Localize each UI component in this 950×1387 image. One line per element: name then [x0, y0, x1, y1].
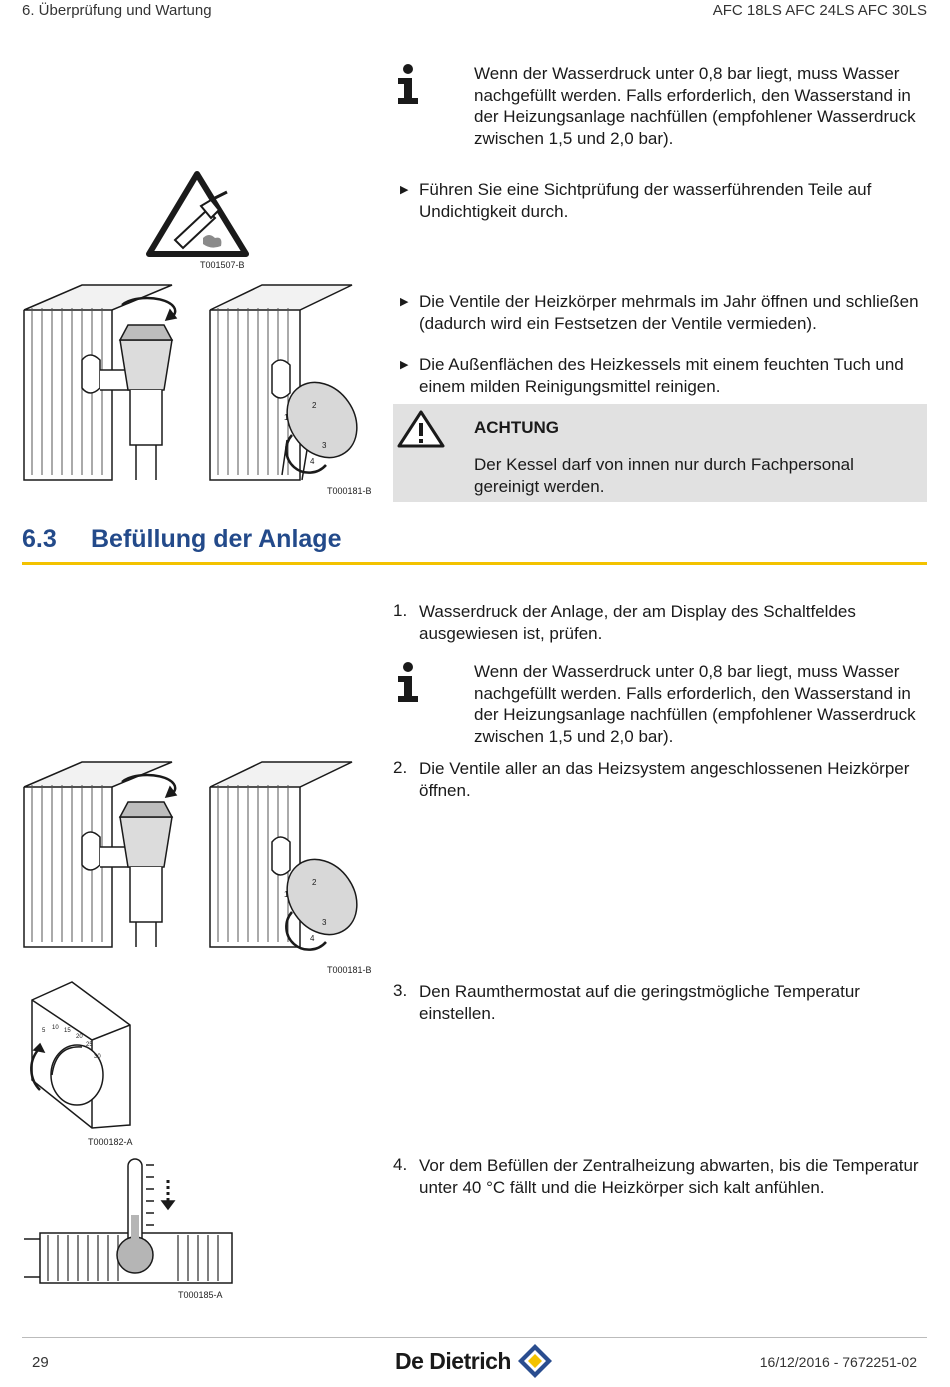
info-icon	[398, 64, 418, 104]
warning-triangle-icon	[397, 410, 445, 448]
valve-scale-mark: 1	[284, 413, 289, 422]
document-reference: 16/12/2016 - 7672251-02	[759, 1354, 917, 1370]
warning-text: Der Kessel darf von innen nur durch Fach…	[474, 455, 854, 496]
bullet-arrow-icon: ▶	[400, 359, 409, 371]
step-number: 3.	[393, 981, 408, 1000]
valve-scale-mark: 4	[310, 457, 315, 466]
valve-scale-mark: 3	[322, 441, 327, 450]
page-number: 29	[32, 1354, 49, 1371]
warning-title: ACHTUNG	[474, 418, 559, 437]
dial-mark: 15	[64, 1028, 71, 1034]
leak-warning-figure	[146, 171, 249, 257]
radiator-valves-figure: 1 2 3 4	[23, 284, 358, 481]
dial-mark: 10	[52, 1025, 59, 1031]
footer-divider	[22, 1337, 927, 1338]
valve-scale-mark: 3	[322, 918, 327, 927]
step-number: 1.	[393, 601, 408, 620]
valve-scale-mark: 2	[312, 401, 317, 410]
warning-box	[393, 404, 927, 502]
brand-logo-icon	[518, 1344, 552, 1378]
pressure-note: Wenn der Wasserdruck unter 0,8 bar liegt…	[474, 64, 916, 148]
section-number: 6.3	[22, 525, 57, 553]
valve-scale-mark: 1	[284, 890, 289, 899]
figure-label-temperature: T000185-A	[178, 1290, 223, 1300]
step-text: Vor dem Befüllen der Zentralheizung abwa…	[419, 1156, 919, 1197]
figure-label-valves: T000181-B	[327, 965, 372, 975]
room-thermostat-figure: 5 10 15 20 25 30	[30, 981, 131, 1129]
section-title: Befüllung der Anlage	[91, 525, 342, 553]
step-text: Wasserdruck der Anlage, der am Display d…	[419, 602, 856, 643]
figure-label-leak: T001507-B	[200, 260, 245, 270]
valve-scale-mark: 4	[310, 934, 315, 943]
step-text: Die Ventile aller an das Heizsystem ange…	[419, 759, 910, 800]
radiator-valves-figure: 1 2 3 4	[23, 761, 358, 951]
dial-mark: 5	[42, 1028, 46, 1034]
bullet-arrow-icon: ▶	[400, 296, 409, 308]
header-model-list: AFC 18LS AFC 24LS AFC 30LS	[712, 2, 927, 19]
pressure-note: Wenn der Wasserdruck unter 0,8 bar liegt…	[474, 662, 916, 746]
dial-mark: 30	[94, 1054, 101, 1060]
dial-mark: 25	[86, 1042, 93, 1048]
section-divider	[22, 562, 927, 565]
header-section-title: 6. Überprüfung und Wartung	[22, 2, 212, 19]
cool-radiator-figure	[24, 1158, 233, 1284]
step-number: 4.	[393, 1155, 408, 1174]
bullet-item: Die Ventile der Heizkörper mehrmals im J…	[419, 292, 919, 333]
valve-scale-mark: 2	[312, 878, 317, 887]
figure-label-thermostat: T000182-A	[88, 1137, 133, 1147]
bullet-item: Führen Sie eine Sichtprüfung der wasserf…	[419, 180, 872, 221]
info-icon	[398, 662, 418, 702]
step-text: Den Raumthermostat auf die geringstmögli…	[419, 982, 860, 1023]
bullet-item: Die Außenflächen des Heizkessels mit ein…	[419, 355, 904, 396]
dial-mark: 20	[76, 1034, 83, 1040]
step-number: 2.	[393, 758, 408, 777]
brand-wordmark: De Dietrich	[395, 1348, 511, 1374]
bullet-arrow-icon: ▶	[400, 184, 409, 196]
figure-label-valves: T000181-B	[327, 486, 372, 496]
